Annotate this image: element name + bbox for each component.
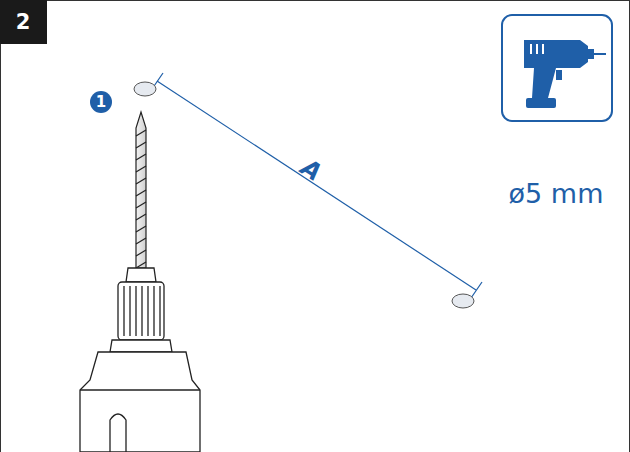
drill-chuck bbox=[110, 268, 172, 352]
dimension-label: A bbox=[297, 155, 326, 185]
callout-circle bbox=[90, 91, 112, 113]
callout-number: 1 bbox=[96, 95, 106, 110]
drill-body bbox=[80, 352, 200, 452]
dimension-line bbox=[152, 73, 482, 298]
drill-bit bbox=[136, 112, 146, 268]
drill-icon bbox=[524, 40, 606, 108]
tool-icon-box bbox=[502, 15, 612, 121]
hole bbox=[452, 294, 474, 308]
step-number: 2 bbox=[16, 12, 31, 33]
drill-diameter: ø5 mm bbox=[509, 180, 604, 207]
step-badge bbox=[0, 0, 47, 44]
hole bbox=[134, 82, 156, 96]
